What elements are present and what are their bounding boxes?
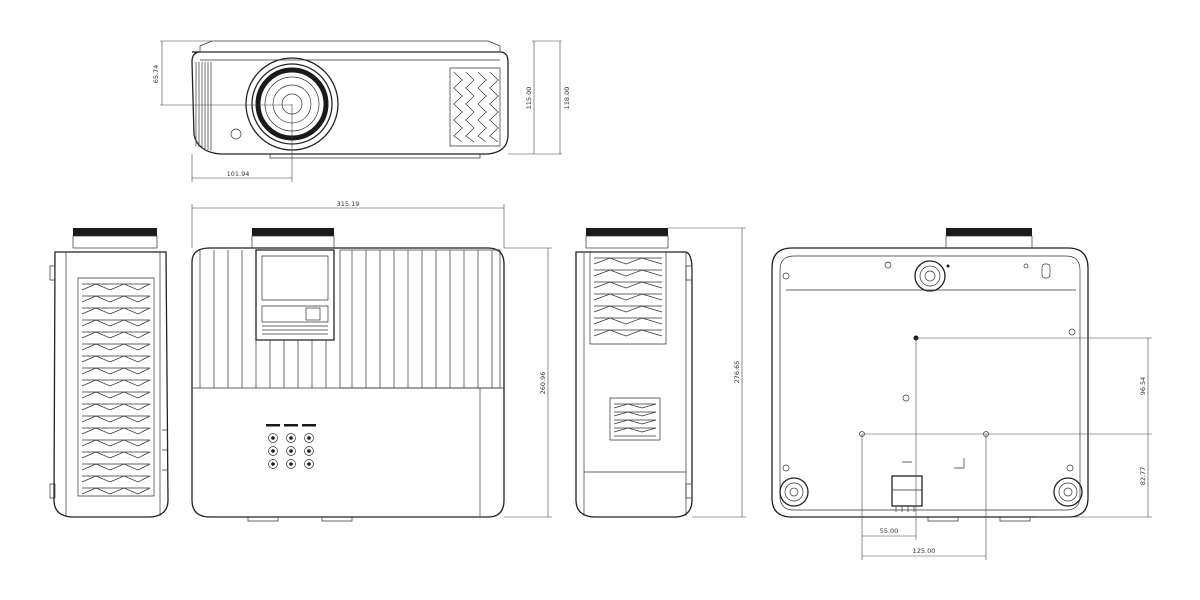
front-right-vent — [449, 67, 501, 147]
top-left-grille — [199, 250, 327, 388]
dim-side-depth: 276.65 — [733, 361, 741, 384]
left-side-view — [49, 228, 169, 518]
top-keypad — [266, 424, 316, 469]
right-side-vent-lower — [609, 397, 661, 441]
bottom-feet — [779, 260, 1083, 507]
front-left-grille — [195, 62, 212, 151]
dim-front-height-inner: 115.00 — [525, 87, 533, 110]
dim-front-lens-height: 65.74 — [152, 65, 160, 84]
bottom-view: 96.54 82.77 55.00 125.00 — [771, 228, 1152, 560]
bottom-screws — [782, 261, 1076, 472]
dim-front-lens-offset: 101.94 — [227, 170, 250, 178]
dim-bottom-mount-y1: 96.54 — [1139, 377, 1147, 396]
dim-top-width: 315.19 — [337, 200, 360, 208]
bottom-connector — [891, 475, 923, 512]
top-lens-window — [255, 249, 335, 341]
dim-bottom-mount-x1: 55.00 — [880, 527, 899, 535]
top-right-grille — [339, 249, 501, 389]
top-view: 315.19 260.96 — [191, 200, 552, 522]
left-side-vent — [77, 277, 155, 497]
dim-top-depth: 260.96 — [539, 372, 547, 395]
front-view: 65.74 115.00 118.00 101.94 — [152, 40, 571, 182]
right-side-vent-upper — [589, 251, 667, 345]
front-ir-sensor — [230, 128, 242, 140]
right-side-view: 276.65 — [575, 227, 746, 518]
dim-bottom-mount-x2: 125.00 — [913, 547, 936, 555]
dim-bottom-mount-y2: 82.77 — [1139, 467, 1147, 486]
dim-front-height-total: 118.00 — [563, 87, 571, 110]
